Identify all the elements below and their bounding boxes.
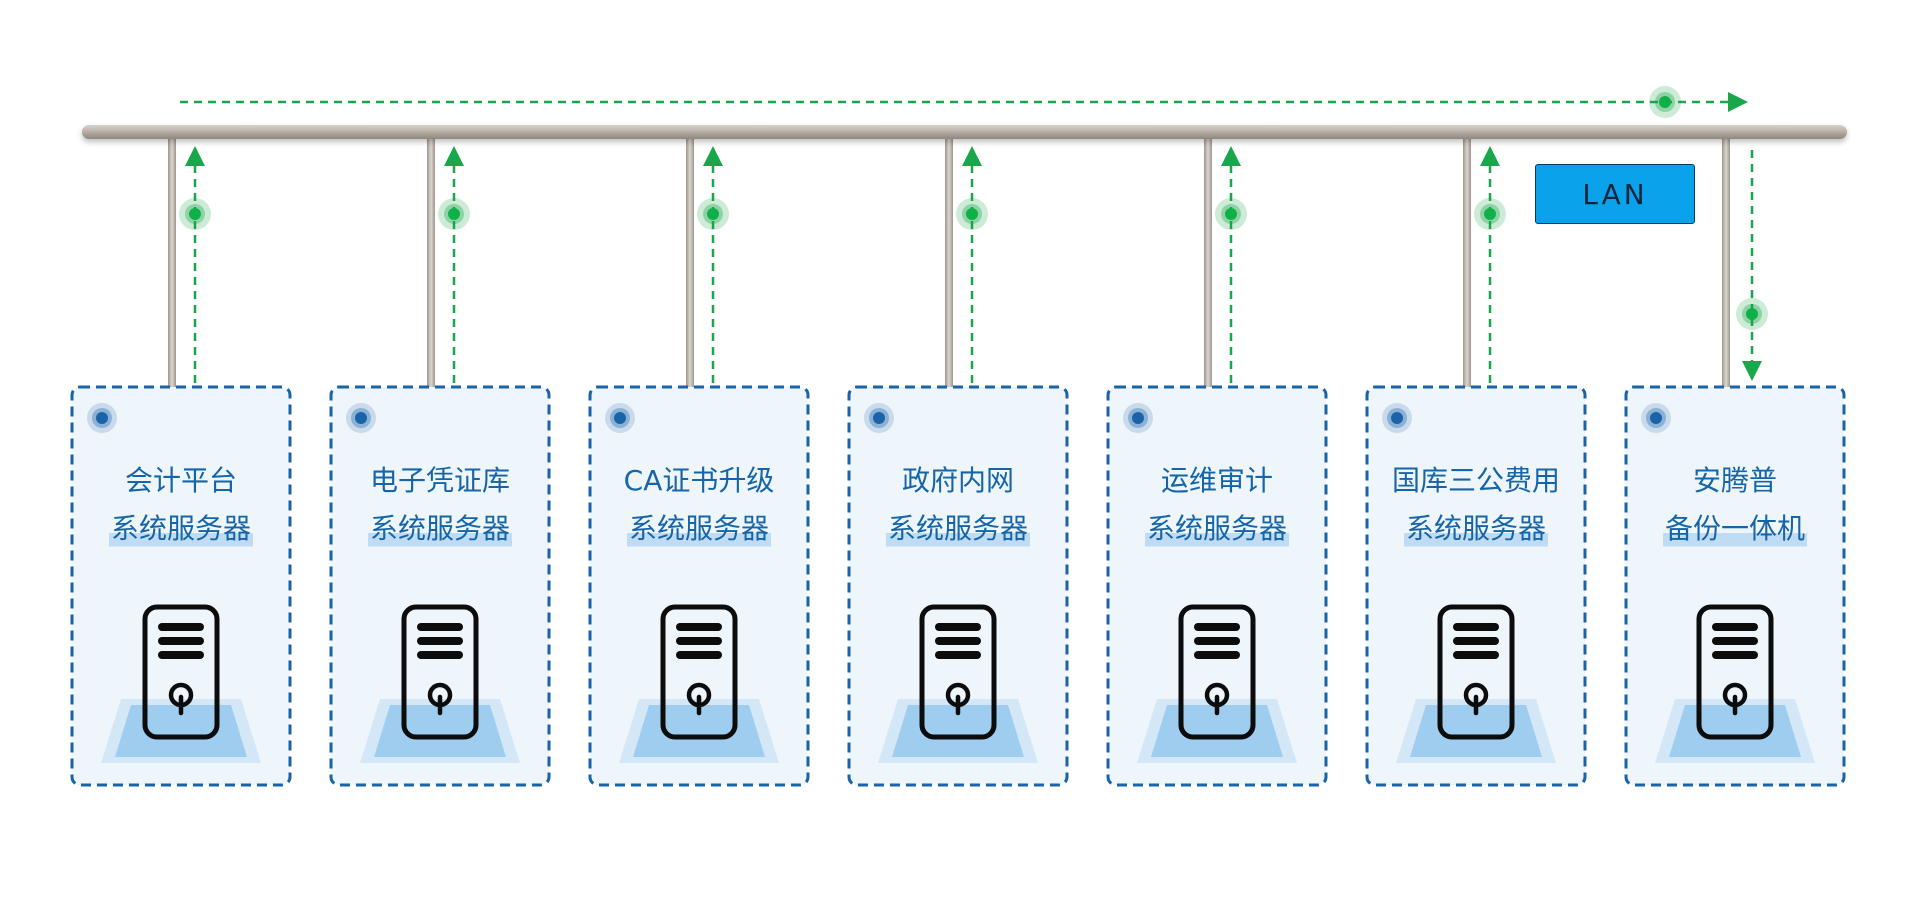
server-label: 政府内网系统服务器 [848,457,1068,553]
server-label-line2: 系统服务器 [885,505,1030,553]
server-tower-icon [142,604,220,740]
server-label-line1: CA证书升级 [623,464,775,497]
drop-line [427,132,435,387]
drop-line [1722,132,1730,387]
lan-bus [82,125,1847,139]
server-label-line2: 备份一体机 [1662,505,1807,553]
server-label: 安腾普备份一体机 [1625,457,1845,553]
server-card[interactable] [70,385,292,787]
server-tower-icon [919,604,997,740]
server-base [101,699,261,763]
data-packet-icon [956,198,988,230]
server-base [878,699,1038,763]
status-dot-icon [87,403,117,433]
server-label-line1: 电子凭证库 [369,464,510,497]
server-base [1655,699,1815,763]
server-label: CA证书升级系统服务器 [589,457,809,553]
server-base [619,699,779,763]
server-tower-icon [1178,604,1256,740]
server-label: 会计平台系统服务器 [71,457,291,553]
server-card[interactable] [588,385,810,787]
data-flows [179,86,1768,383]
drop-lines [168,132,1730,387]
drop-line [1204,132,1212,387]
drop-line [1463,132,1471,387]
data-packet-icon [438,198,470,230]
server-label-line2: 系统服务器 [626,505,771,553]
server-label-line1: 国库三公费用 [1391,464,1560,497]
server-label-line2: 系统服务器 [1403,505,1548,553]
status-dot-icon [1382,403,1412,433]
status-dot-icon [1641,403,1671,433]
status-dot-icon [346,403,376,433]
server-label-line1: 政府内网 [901,464,1014,497]
server-label-line2: 系统服务器 [367,505,512,553]
data-packet-icon [1649,86,1681,118]
server-label-line2: 系统服务器 [108,505,253,553]
status-dot-icon [864,403,894,433]
data-packet-icon [1474,198,1506,230]
server-tower-icon [1437,604,1515,740]
server-base [1137,699,1297,763]
server-label-line1: 安腾普 [1692,464,1777,497]
server-label-line2: 系统服务器 [1144,505,1289,553]
data-packet-icon [1736,298,1768,330]
server-base [1396,699,1556,763]
status-dot-icon [605,403,635,433]
data-packet-icon [697,198,729,230]
server-card[interactable] [1365,385,1587,787]
server-base [360,699,520,763]
server-tower-icon [660,604,738,740]
drop-line [168,132,176,387]
server-label: 运维审计系统服务器 [1107,457,1327,553]
server-cards [70,385,1846,787]
status-dot-icon [1123,403,1153,433]
server-card[interactable] [329,385,551,787]
lan-label: LAN [1535,164,1695,224]
server-label: 国库三公费用系统服务器 [1366,457,1586,553]
server-card[interactable] [1624,385,1846,787]
server-label-line1: 会计平台 [124,464,237,497]
drop-line [686,132,694,387]
server-card[interactable] [1106,385,1328,787]
drop-line [945,132,953,387]
server-label-line1: 运维审计 [1160,464,1273,497]
server-tower-icon [1696,604,1774,740]
server-label: 电子凭证库系统服务器 [330,457,550,553]
server-card[interactable] [847,385,1069,787]
server-tower-icon [401,604,479,740]
data-packet-icon [179,198,211,230]
data-packet-icon [1215,198,1247,230]
